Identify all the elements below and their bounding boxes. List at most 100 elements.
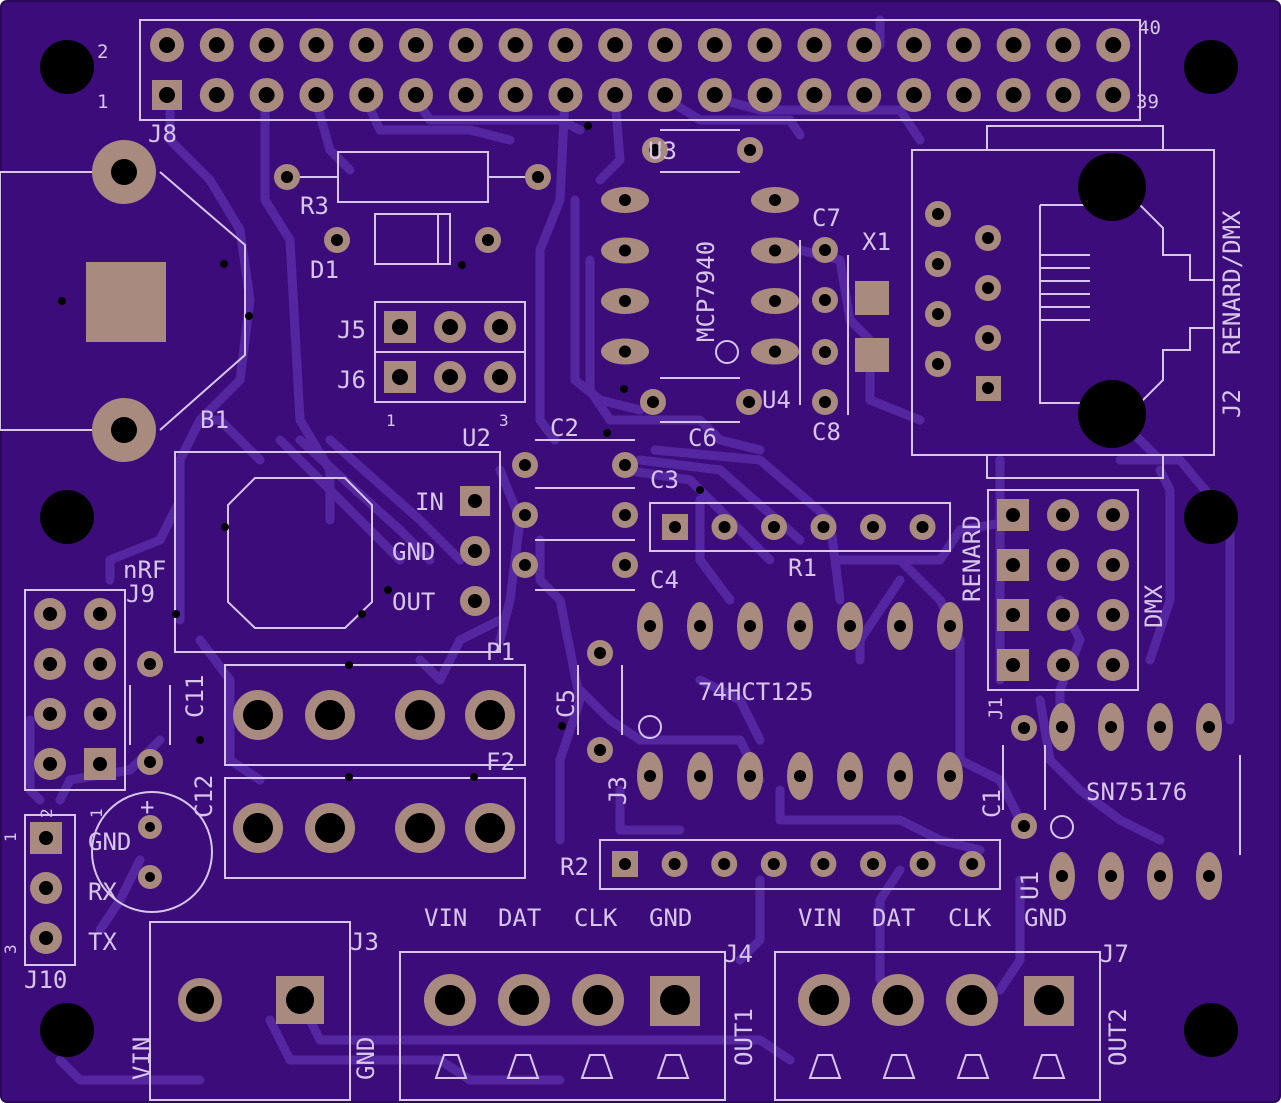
j8-pad-hole (507, 87, 524, 103)
r1-pad-hole (768, 521, 780, 533)
c5-capacitor: C5 (552, 640, 623, 763)
f2-label: F2 (486, 748, 515, 776)
hct125-pad-hole (694, 620, 706, 632)
reg-gnd-label: GND (392, 538, 435, 566)
j5-j6-headers: J5 J6 1 3 (337, 301, 526, 430)
c11-capacitor: C11 (129, 651, 209, 775)
x1-label: X1 (862, 228, 891, 256)
hct125-pad-hole (744, 770, 756, 782)
out2-gnd-label: GND (1024, 904, 1067, 932)
j8-pin40-label: 40 (1138, 17, 1161, 39)
j10-pin1-label: 1 (1, 832, 20, 842)
j8-pad-hole (408, 87, 424, 103)
c12-label: C12 (190, 775, 218, 818)
j8-pin39-label: 39 (1136, 91, 1159, 113)
out2-dat-label: DAT (872, 904, 915, 932)
j8-pad-hole (358, 37, 375, 53)
hct125-pad-hole (794, 770, 806, 782)
j8-pad-hole (557, 37, 574, 53)
renard-label: RENARD (958, 515, 986, 602)
j8-pin2-label: 2 (97, 41, 108, 63)
j8-pad-hole (308, 87, 325, 103)
sn75176-pad-hole (1203, 870, 1215, 882)
c8-label: C8 (812, 418, 841, 446)
r1-pad-hole (817, 521, 830, 533)
j8-pad-hole (507, 37, 524, 53)
j3-side-label: J3 (604, 776, 632, 805)
r1-pad-hole (867, 521, 879, 533)
r1-pad-hole (718, 521, 731, 533)
j8-pad-hole (408, 37, 424, 53)
renard-dmx-label: RENARD/DMX (1218, 210, 1246, 355)
j8-pad-hole (1055, 37, 1072, 53)
j10-label: J10 (24, 966, 67, 994)
d1-label: D1 (310, 256, 339, 284)
out1-label: OUT1 (730, 1008, 758, 1066)
j8-pad-hole (607, 87, 624, 103)
j10-serial-header: GND RX TX J10 1 3 (1, 814, 131, 994)
j3-power-terminal: J3 VIN GND (128, 921, 380, 1101)
renard-dmx-pad-sq-hole (1006, 608, 1020, 622)
j3-label: J3 (350, 928, 379, 956)
out1-clk-label: CLK (574, 904, 618, 932)
j9-pin2-label: 2 (37, 808, 56, 818)
u1-label: U1 (1016, 871, 1044, 900)
j8-pad-hole (1105, 37, 1122, 53)
c6-capacitor: C6 (640, 377, 762, 452)
j2-rj45-connector: RENARD/DMX J2 (911, 125, 1246, 479)
c12-electrolytic: + C12 (91, 775, 218, 913)
renard-dmx-pad-hole (1056, 658, 1070, 672)
j56-pin1-label: 1 (386, 411, 396, 430)
j8-pad-1-hole (159, 87, 175, 103)
renard-dmx-pad-sq-hole (1006, 558, 1020, 572)
c2-label: C2 (550, 414, 579, 442)
hct125-pad-hole (844, 620, 856, 632)
j8-pad-hole (457, 37, 474, 53)
mcp7940-label: MCP7940 (692, 241, 720, 342)
mcp7940-pad-hole (769, 345, 781, 358)
j10-tx-label: TX (88, 928, 117, 956)
j10-pin3-label: 3 (1, 944, 20, 954)
u3-top-footprint: U3 (584, 122, 763, 173)
mcp7940-pad-hole (769, 244, 781, 257)
c5-label: C5 (552, 689, 580, 718)
r2-pad-hole (718, 858, 731, 870)
j4-out1-terminal: J4 OUT1 (399, 940, 758, 1101)
renard-dmx-pad-hole (1056, 508, 1070, 522)
j8-pad-hole (208, 37, 225, 53)
j56-pin3-label: 3 (499, 411, 509, 430)
hct125-pad-hole (894, 620, 906, 632)
j8-pad-hole (706, 87, 723, 103)
j9-pin1-label: 1 (87, 808, 106, 818)
j8-label: J8 (148, 120, 177, 148)
b1-label: B1 (200, 406, 229, 434)
hct125-pad-hole (694, 770, 706, 782)
r1-label: R1 (788, 554, 817, 582)
j8-pad-hole (756, 87, 773, 103)
mounting-hole-tl (40, 40, 94, 94)
r2-pad-hole (817, 858, 830, 870)
j8-pad-hole (1005, 87, 1022, 103)
j10-rx-label: RX (88, 878, 117, 906)
sn75176-label: SN75176 (1086, 778, 1187, 806)
sn75176-pad-hole (1154, 870, 1166, 882)
c7-c8-x1: C7 X1 C8 (799, 204, 891, 446)
mounting-hole-ml (40, 490, 94, 544)
renard-dmx-pad-hole (1106, 658, 1120, 672)
ic-74hct125: 74HCT125 J3 (604, 602, 963, 805)
j8-pad-hole (208, 87, 225, 103)
j8-pad-hole (955, 37, 972, 53)
r2-pad-hole (668, 858, 681, 870)
mounting-hole-tr (1184, 40, 1238, 94)
sn75176-ic: SN75176 U1 (1016, 703, 1241, 900)
r3-label: R3 (300, 192, 329, 220)
j7-label: J7 (1100, 940, 1129, 968)
hct125-pad-hole (794, 620, 806, 632)
sn75176-pad-hole (1056, 721, 1068, 733)
out2-vin-label: VIN (798, 904, 841, 932)
j8-pad-hole (955, 87, 972, 103)
r1-pad-1-hole (669, 521, 681, 533)
j8-pad-hole (906, 37, 922, 53)
r1-pad-hole (916, 521, 929, 533)
